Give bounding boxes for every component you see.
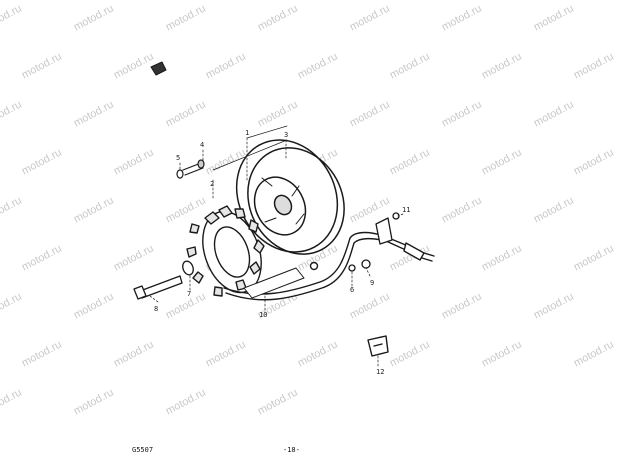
diagram-code: G5507 <box>132 446 154 454</box>
wire-clamp <box>348 212 400 272</box>
callout-9: 9 <box>370 279 374 287</box>
callout-1: 1 <box>245 129 249 137</box>
leader-lines <box>149 125 404 367</box>
callout-4: 4 <box>200 141 204 149</box>
stator-coil <box>186 205 265 297</box>
washer <box>182 260 194 276</box>
stator-bolt <box>133 275 183 300</box>
small-clip-part <box>150 61 167 76</box>
wiring-harness <box>223 231 435 301</box>
callout-6: 6 <box>350 286 354 294</box>
callout-10: 10 <box>259 311 267 319</box>
flywheel-rotor <box>235 139 345 255</box>
callout-12: 12 <box>376 368 384 376</box>
page-number: -18- <box>283 446 300 454</box>
callout-5: 5 <box>176 154 180 162</box>
callout-3: 3 <box>284 131 288 139</box>
callout-11: 11 <box>402 206 410 214</box>
small-screw <box>176 159 205 179</box>
callout-8: 8 <box>154 305 158 313</box>
callout-7: 7 <box>187 290 191 298</box>
grommet <box>367 335 389 357</box>
callout-2: 2 <box>210 180 214 188</box>
callout-labels: 1 2 3 4 5 6 7 8 9 10 11 12 <box>154 129 410 376</box>
